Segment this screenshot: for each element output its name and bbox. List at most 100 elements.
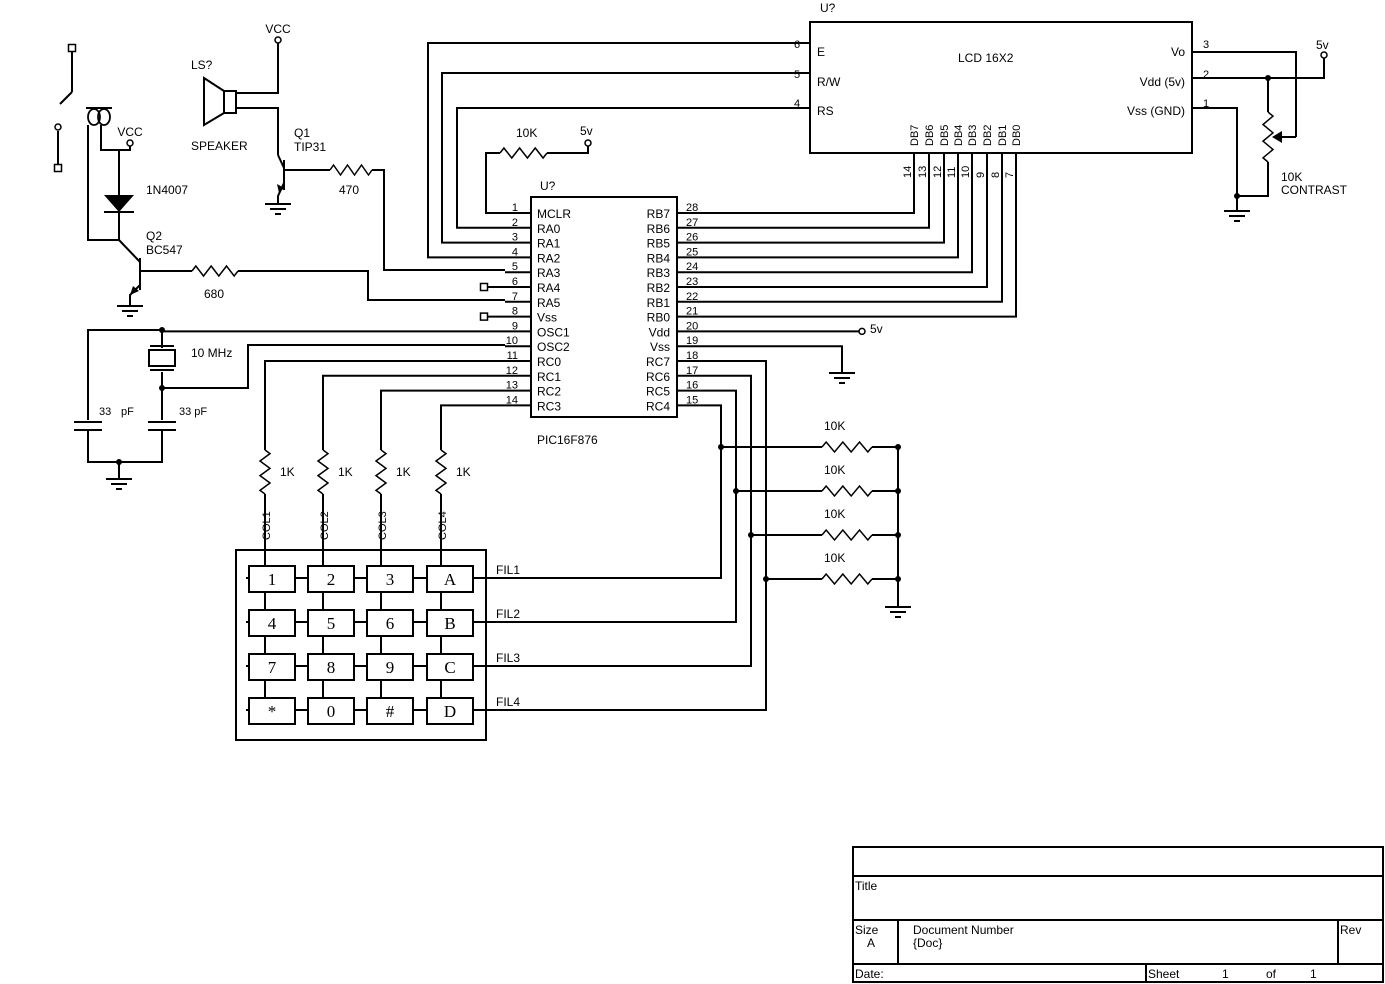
keypad-key[interactable] <box>426 609 474 637</box>
row-pulldown-resistor <box>821 528 873 542</box>
relay-diode-wire <box>100 125 120 181</box>
keypad-key[interactable] <box>426 565 474 593</box>
diode-part-name: 1N4007 <box>146 183 188 197</box>
date-label: Date: <box>855 967 884 981</box>
terminal-ring <box>858 327 866 336</box>
keypad-key[interactable] <box>307 609 355 637</box>
terminal-ring <box>584 139 592 147</box>
keypad-key[interactable] <box>307 697 355 725</box>
lcd-pin-name: DB0 <box>1011 125 1023 146</box>
lcd-pin-name: DB3 <box>967 125 979 146</box>
q1-emitter-arrow <box>277 184 284 193</box>
keypad-column-label: COL3 <box>377 511 389 540</box>
keypad-key-label: A <box>444 570 457 589</box>
data-bus-wire <box>702 180 915 214</box>
mcu-pin-number: 16 <box>686 380 698 392</box>
mclr-wire <box>485 152 505 214</box>
row-resistor-value: 10K <box>824 507 845 521</box>
keypad-key[interactable] <box>307 653 355 681</box>
mcu-pin-name: RB4 <box>647 251 671 265</box>
mcu-pin-number: 1 <box>512 202 518 214</box>
mcu-pin-number: 22 <box>686 291 698 303</box>
ground-symbol <box>1224 210 1250 222</box>
keypad-key[interactable] <box>248 565 296 593</box>
mcu-pin-number: 9 <box>512 320 518 332</box>
mcu-pin-name: Vss <box>537 311 557 325</box>
pot-bottom-wire <box>1237 162 1269 197</box>
mcu-pin-number: 11 <box>507 350 518 362</box>
vcc-label: VCC <box>265 22 291 36</box>
mcu-pin-name: RB1 <box>647 296 671 310</box>
terminal-square <box>53 163 63 173</box>
lcd-pin-name: DB2 <box>982 125 994 146</box>
column-resistor <box>374 449 388 495</box>
mcu-pin-name: RB2 <box>647 281 671 295</box>
mcu-pin-number: 15 <box>686 394 698 406</box>
column-resistor <box>258 449 272 495</box>
column-resistor-value: 1K <box>456 465 471 479</box>
components <box>59 21 1384 983</box>
terminal-ring <box>126 139 134 147</box>
keypad-key-label: D <box>444 702 456 721</box>
keypad-key-label: 9 <box>386 658 395 677</box>
mcu-pin-name: RC7 <box>646 355 670 369</box>
relay-coil <box>87 108 101 126</box>
keypad-key[interactable] <box>248 697 296 725</box>
keypad-frame <box>235 549 487 741</box>
title-label: Title <box>855 879 878 893</box>
mclr-pullup-wire <box>547 145 589 154</box>
data-bus-wire <box>702 180 1017 318</box>
mcu-pin-number: 14 <box>506 394 518 406</box>
speaker-cone <box>203 76 225 127</box>
contrast-pot-name: CONTRAST <box>1281 183 1348 197</box>
lcd-pin-name: Vo <box>1171 45 1185 59</box>
vss-wire <box>702 345 843 372</box>
keypad-key[interactable] <box>366 653 414 681</box>
keypad-column-label: COL4 <box>437 511 449 540</box>
lcd-pin-number: 9 <box>975 172 987 178</box>
q1-ref: Q1 <box>294 126 310 140</box>
cap1-unit: pF <box>121 406 134 418</box>
keypad-key-label: 2 <box>327 570 336 589</box>
q2-emitter-arrow <box>130 286 139 295</box>
keypad-key[interactable] <box>366 609 414 637</box>
keypad-key[interactable] <box>366 697 414 725</box>
supply-label: 5v <box>870 322 883 336</box>
data-bus-wire <box>702 180 945 244</box>
mcu-ref: U? <box>540 179 556 193</box>
speaker-name: SPEAKER <box>191 139 248 153</box>
keypad-key-label: 4 <box>268 614 277 633</box>
mcu-pin-number: 20 <box>686 320 698 332</box>
cap1-value: 33 <box>99 406 111 418</box>
mcu-pin-number: 3 <box>512 232 518 244</box>
keypad-key[interactable] <box>307 565 355 593</box>
column-resistor <box>316 449 330 495</box>
size-value: A <box>867 936 875 950</box>
q2-drive-wire <box>238 270 505 301</box>
lcd-pin-number: 13 <box>917 166 929 178</box>
data-bus-wire <box>702 180 1003 303</box>
keypad-key[interactable] <box>248 609 296 637</box>
lcd-name: LCD 16X2 <box>958 51 1014 65</box>
mcu-pin-number: 10 <box>506 335 518 347</box>
keypad-key-label: 1 <box>268 570 277 589</box>
mcu-pin-number: 17 <box>686 365 698 377</box>
keypad-key[interactable] <box>248 653 296 681</box>
mcu-pin-number: 28 <box>686 202 698 214</box>
rev-label: Rev <box>1340 923 1361 937</box>
keypad-key[interactable] <box>426 697 474 725</box>
mcu-pin-number: 13 <box>506 380 518 392</box>
keypad-key-label: * <box>268 702 277 721</box>
keypad-key[interactable] <box>426 653 474 681</box>
lcd-pin-number: 7 <box>1004 172 1016 178</box>
switch-blade <box>59 91 73 105</box>
mcu-pin-number: 27 <box>686 217 698 229</box>
data-bus-wire <box>702 180 973 274</box>
mcu-pin-name: RB5 <box>647 237 671 251</box>
mcu-pin-number: 6 <box>512 276 518 288</box>
lcd-pin-name: R/W <box>817 75 841 89</box>
mcu-pin-number: 4 <box>512 246 518 258</box>
r680-resistor <box>191 264 239 278</box>
keypad-key[interactable] <box>366 565 414 593</box>
